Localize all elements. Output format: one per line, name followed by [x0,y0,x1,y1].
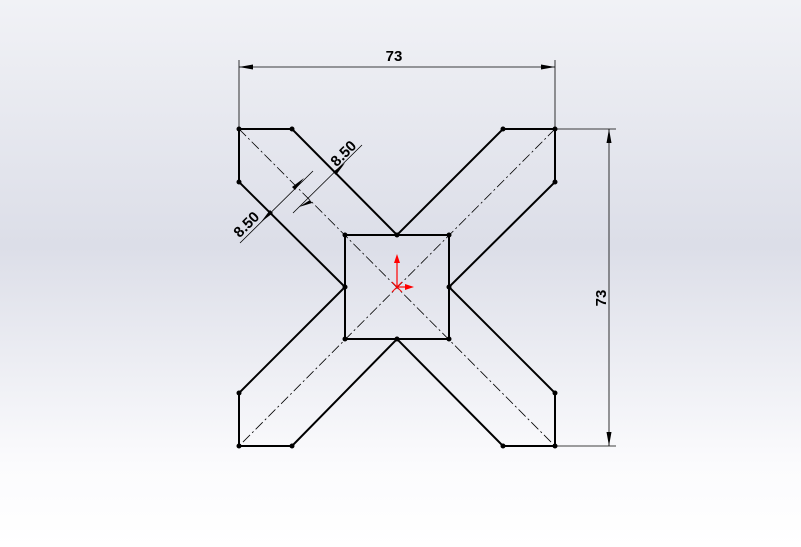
origin-icon [391,254,414,293]
dimension-width[interactable]: 73 [238,48,556,129]
dimension-height[interactable]: 73 [555,128,616,447]
dimension-arm-width-label-2[interactable]: 8.50 [327,137,360,170]
dimension-width-label[interactable]: 73 [386,48,403,65]
dimension-arm-width-label-1[interactable]: 8.50 [230,208,263,241]
sketch-points [236,126,558,449]
dimension-height-label[interactable]: 73 [593,290,610,307]
dimension-arm-width[interactable]: 8.50 8.50 [230,137,363,244]
